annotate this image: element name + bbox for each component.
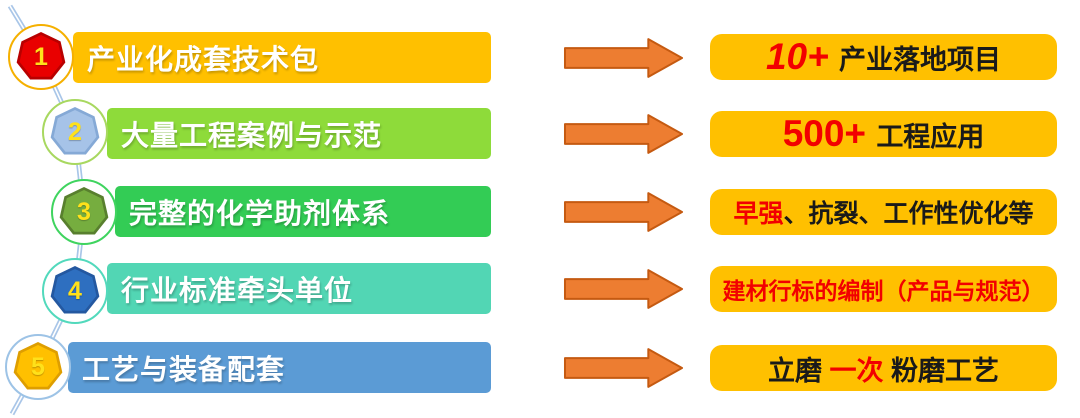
- result-box: 立磨 一次 粉磨工艺: [710, 345, 1057, 391]
- step-number: 5: [31, 352, 45, 381]
- result-segment: 工程应用: [876, 121, 985, 152]
- result-segment: 10+: [765, 36, 840, 77]
- result-segment: 立磨: [767, 355, 830, 386]
- feature-bar-label: 行业标准牵头单位: [121, 274, 354, 306]
- step-number: 1: [34, 42, 48, 71]
- step-number: 4: [68, 276, 82, 305]
- result-segment: 、抗裂、工作性优化等: [783, 200, 1034, 228]
- feature-bar: 工艺与装备配套: [68, 342, 491, 393]
- heptagon-shape-icon: 3: [59, 187, 109, 237]
- step-badge: 4: [42, 258, 108, 324]
- step-badge: 5: [5, 334, 71, 400]
- feature-bar: 大量工程案例与示范: [107, 108, 491, 159]
- result-segment: 粉磨工艺: [883, 355, 1000, 386]
- arrow-right-icon: [563, 38, 684, 78]
- feature-bar-label: 大量工程案例与示范: [121, 119, 383, 151]
- result-segment: 早强: [733, 200, 784, 228]
- step-badge: 3: [51, 179, 117, 245]
- result-segment: 建材行标的编制（产品与规范）: [722, 278, 1045, 304]
- result-box: 10+ 产业落地项目: [710, 34, 1057, 80]
- heptagon-shape-icon: 1: [16, 32, 66, 82]
- heptagon-shape-icon: 2: [50, 107, 100, 157]
- heptagon-shape-icon: 5: [13, 342, 63, 392]
- feature-bar: 完整的化学助剂体系: [115, 186, 491, 237]
- arrow-right-icon: [563, 348, 684, 388]
- feature-bar-label: 工艺与装备配套: [82, 353, 286, 385]
- result-segment: 一次: [829, 355, 884, 386]
- feature-bar-label: 产业化成套技术包: [87, 43, 320, 75]
- feature-bar: 产业化成套技术包: [73, 32, 491, 83]
- arrow-right-icon: [563, 192, 684, 232]
- step-badge: 2: [42, 99, 108, 165]
- result-segment: 500+: [782, 113, 877, 154]
- heptagon-shape-icon: 4: [50, 266, 100, 316]
- result-box: 建材行标的编制（产品与规范）: [710, 266, 1057, 312]
- result-segment: 产业落地项目: [839, 44, 1002, 75]
- step-badge: 1: [8, 24, 74, 90]
- result-box: 500+ 工程应用: [710, 111, 1057, 157]
- feature-bar-label: 完整的化学助剂体系: [129, 197, 391, 229]
- result-box: 早强 、抗裂、工作性优化等: [710, 189, 1057, 235]
- step-number: 3: [77, 197, 91, 226]
- feature-bar: 行业标准牵头单位: [107, 263, 491, 314]
- arrow-right-icon: [563, 114, 684, 154]
- arrow-right-icon: [563, 269, 684, 309]
- step-number: 2: [68, 117, 82, 146]
